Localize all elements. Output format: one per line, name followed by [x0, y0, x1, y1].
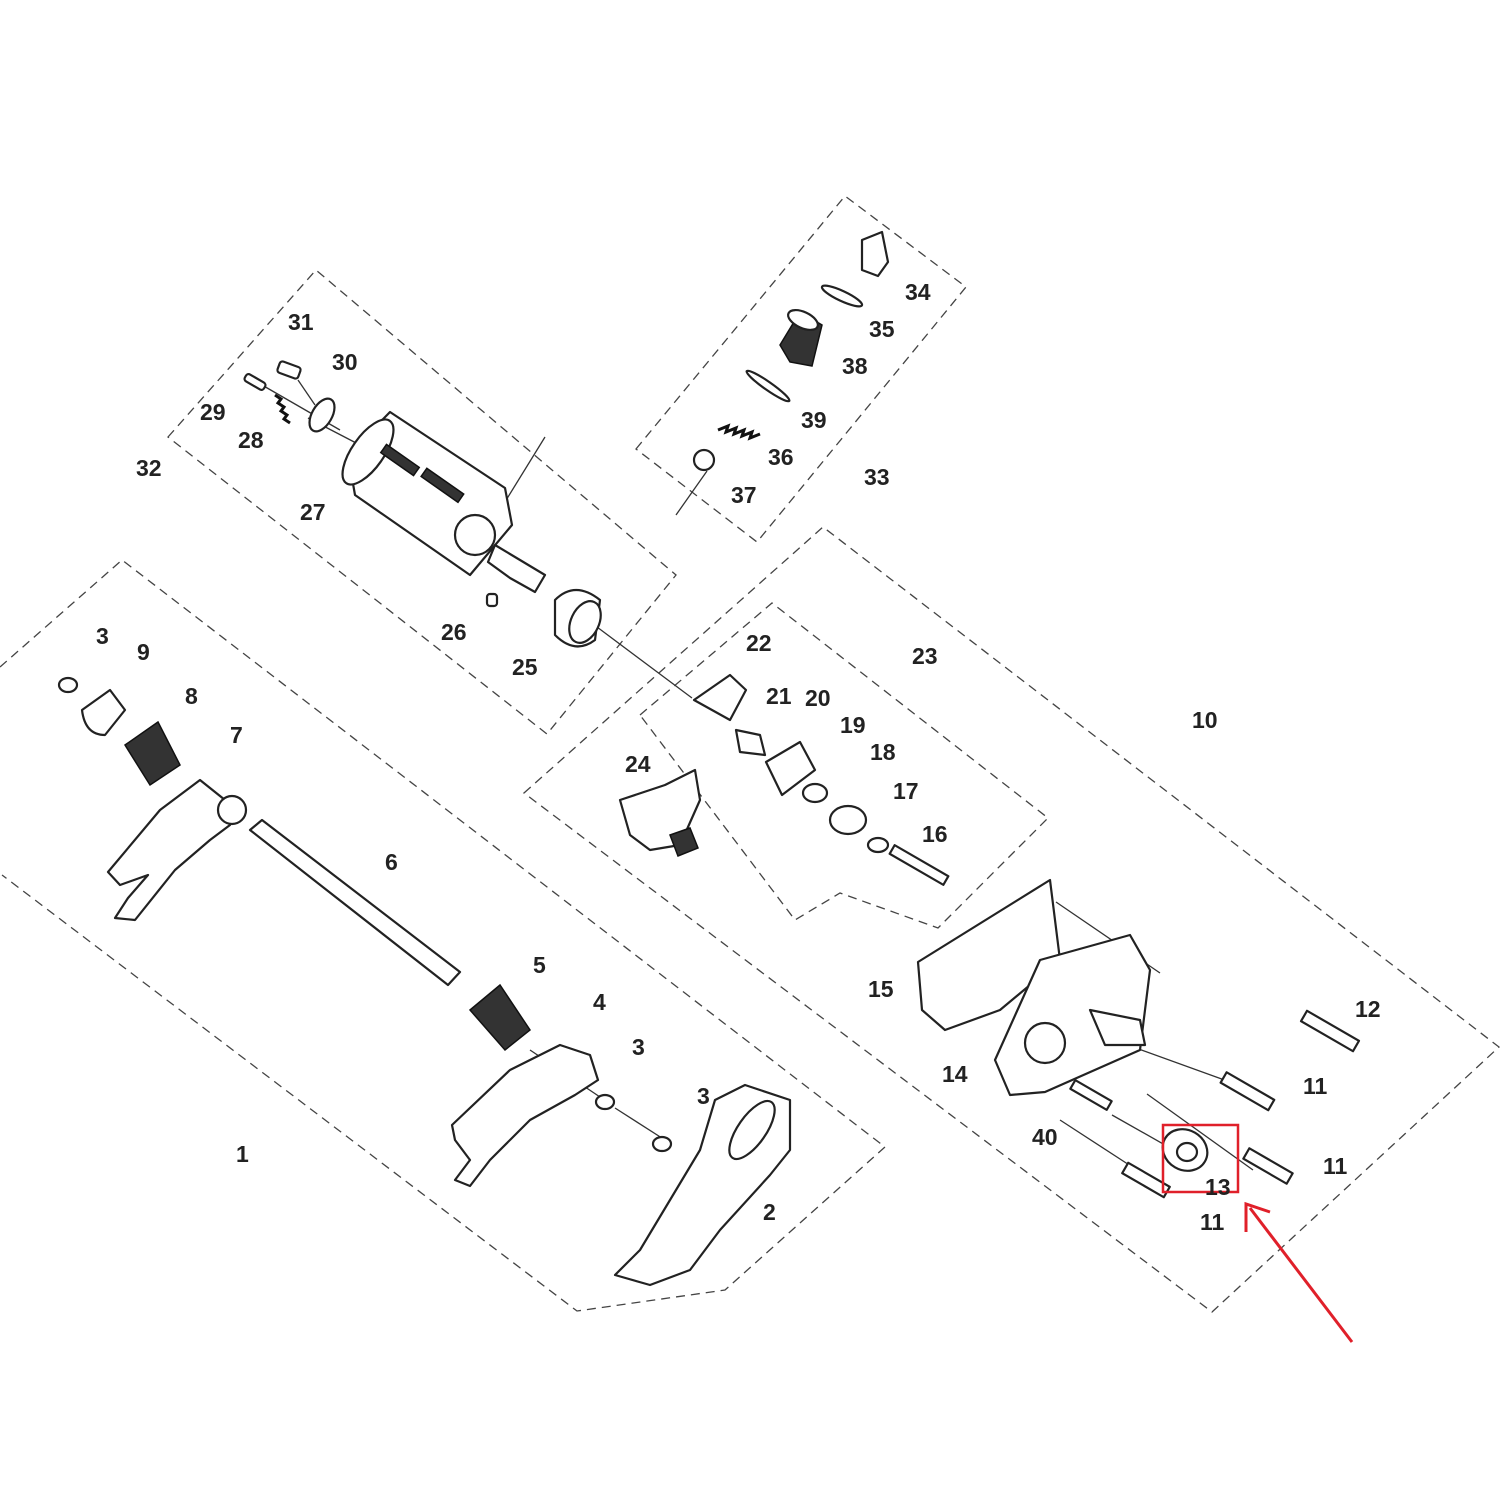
label-30: 30: [332, 349, 358, 375]
label-26: 26: [441, 619, 467, 645]
label-5: 5: [533, 952, 546, 978]
label-14: 14: [942, 1061, 968, 1087]
label-29: 29: [200, 399, 226, 425]
neutral-switch-parts-33: [692, 230, 890, 472]
label-11a: 11: [1303, 1073, 1328, 1099]
label-9: 9: [137, 639, 150, 665]
label-23: 23: [912, 643, 938, 669]
label-33: 33: [864, 464, 890, 490]
label-12: 12: [1355, 996, 1381, 1022]
washer-part-3c: [651, 1135, 673, 1153]
highlight-arrow: [1244, 1201, 1354, 1343]
bolt-part-11b: [1242, 1147, 1294, 1185]
label-39: 39: [801, 407, 827, 433]
group-outline-32: [167, 269, 677, 735]
label-2: 2: [763, 1199, 776, 1225]
part-number-labels: 1 2 3 3 3 4 5 6 7 8 9 10 11 11 11 12 13 …: [96, 279, 1381, 1235]
label-11c: 11: [1200, 1209, 1225, 1235]
shift-cover-parts-14-15: [916, 878, 1152, 1097]
label-3a: 3: [96, 623, 109, 649]
label-32: 32: [136, 455, 162, 481]
washer-part-3b: [594, 1093, 616, 1111]
oil-seal-part-13: [1161, 1128, 1209, 1172]
bolt-part-40: [1069, 1079, 1113, 1111]
group-outline-1: [0, 559, 887, 1312]
label-7: 7: [230, 722, 243, 748]
bearing-part-25: [553, 588, 602, 648]
label-35: 35: [869, 316, 895, 342]
bolt-part-12: [1299, 1009, 1361, 1053]
shift-shaft-part-6: [248, 818, 462, 987]
group-outline-33: [635, 195, 967, 543]
bolt-part-11a: [1219, 1071, 1276, 1112]
label-11b: 11: [1323, 1153, 1348, 1179]
label-8: 8: [185, 683, 198, 709]
label-38: 38: [842, 353, 868, 379]
label-6: 6: [385, 849, 398, 875]
label-25: 25: [512, 654, 538, 680]
pin-part-26: [485, 592, 499, 608]
shift-drum-part-27: [341, 410, 547, 594]
label-1: 1: [236, 1141, 249, 1167]
detent-parts-28-31: [243, 360, 336, 433]
label-19: 19: [840, 712, 866, 738]
label-24: 24: [625, 751, 651, 777]
shift-fork-part-4: [450, 1043, 600, 1188]
label-27: 27: [300, 499, 326, 525]
label-16: 16: [922, 821, 948, 847]
label-37: 37: [731, 482, 757, 508]
group-outline-10: [522, 526, 1500, 1313]
label-28: 28: [238, 427, 264, 453]
lever-slot: [728, 1099, 776, 1161]
label-22: 22: [746, 630, 772, 656]
label-3b: 3: [632, 1034, 645, 1060]
label-15: 15: [868, 976, 894, 1002]
label-4: 4: [593, 989, 606, 1015]
label-36: 36: [768, 444, 794, 470]
label-13: 13: [1205, 1174, 1231, 1200]
fork-assembly-upper: [57, 676, 248, 922]
shift-arm-parts-23: [618, 673, 950, 886]
label-40: 40: [1032, 1124, 1058, 1150]
spring-part-5: [468, 983, 532, 1052]
label-10: 10: [1192, 707, 1218, 733]
label-17: 17: [893, 778, 919, 804]
label-31: 31: [288, 309, 314, 335]
label-3c: 3: [697, 1083, 710, 1109]
label-20: 20: [805, 685, 831, 711]
group-outline-23: [639, 602, 1049, 929]
label-34: 34: [905, 279, 931, 305]
label-21: 21: [766, 683, 792, 709]
highlight-box: [1161, 1123, 1240, 1194]
label-18: 18: [870, 739, 896, 765]
